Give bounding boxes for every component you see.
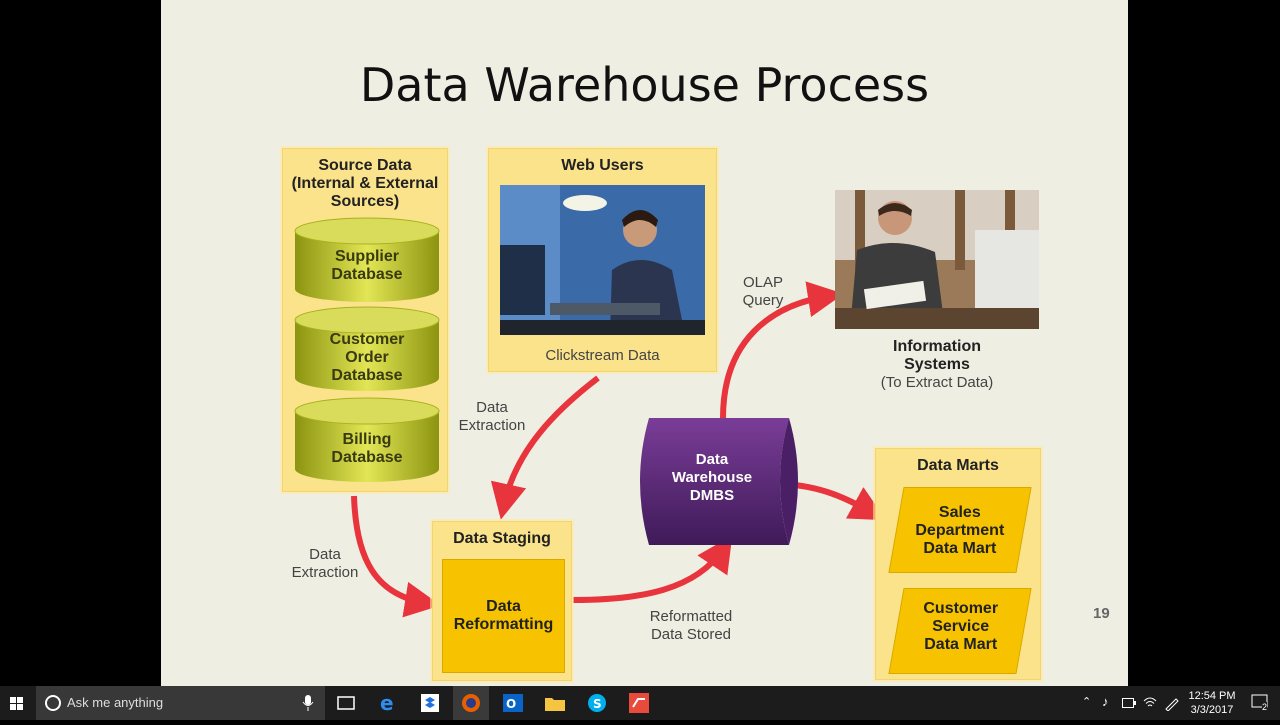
- arrow-dmbs-to-info: [720, 281, 844, 419]
- clock[interactable]: 12:54 PM 3/3/2017: [1187, 689, 1237, 717]
- web-users-box: Web Users Clickstream Data: [488, 148, 717, 372]
- svg-text:O: O: [506, 697, 516, 711]
- billing-database: Billing Database: [294, 397, 440, 483]
- task-view-icon[interactable]: [335, 692, 357, 714]
- microphone-icon[interactable]: [302, 695, 314, 711]
- web-user-photo: [500, 185, 705, 335]
- cortana-icon: [45, 695, 61, 711]
- app-icon[interactable]: [628, 692, 650, 714]
- battery-icon[interactable]: [1122, 698, 1136, 708]
- information-systems-caption: Information Systems (To Extract Data): [880, 338, 994, 391]
- notification-count: 2: [1262, 702, 1268, 712]
- clock-date: 3/3/2017: [1190, 704, 1234, 716]
- search-placeholder: Ask me anything: [67, 695, 164, 710]
- source-data-box: Source Data (Internal & External Sources…: [282, 148, 448, 492]
- firefox-icon: [462, 694, 480, 712]
- web-users-title: Web Users: [561, 157, 644, 174]
- dropbox-icon[interactable]: [419, 692, 441, 714]
- windows-icon: [10, 697, 23, 710]
- data-staging-box: Data Staging Data Reformatting: [432, 521, 572, 681]
- arrow-source-to-staging: [351, 495, 441, 618]
- clock-time: 12:54 PM: [1188, 690, 1236, 702]
- data-warehouse-dmbs: Data Warehouse DMBS: [639, 418, 809, 545]
- pen-icon[interactable]: [1164, 695, 1180, 711]
- customer-order-database: Customer Order Database: [294, 306, 440, 392]
- show-hidden-icons-chevron-icon[interactable]: ⌃: [1082, 696, 1092, 708]
- database-cylinder-icon: [294, 306, 440, 391]
- search-box[interactable]: Ask me anything: [36, 686, 325, 720]
- data-reformatting-block: Data Reformatting: [442, 559, 565, 673]
- outlook-icon[interactable]: O: [502, 692, 524, 714]
- sales-department-data-mart: Sales Department Data Mart: [888, 487, 1032, 573]
- firefox-active-tile[interactable]: [453, 686, 489, 720]
- taskbar: Ask me anything e O S ⌃ ♪ 12:54 PM: [0, 686, 1280, 720]
- arrow-staging-to-dmbs: [572, 535, 733, 603]
- clickstream-caption: Clickstream Data: [545, 347, 660, 364]
- arrow-web-to-staging: [490, 375, 600, 520]
- customer-service-data-mart: Customer Service Data Mart: [888, 588, 1032, 674]
- data-marts-box: Data Marts Sales Department Data Mart Cu…: [875, 448, 1041, 680]
- data-marts-title: Data Marts: [917, 457, 999, 474]
- volume-icon[interactable]: ♪: [1102, 694, 1109, 709]
- data-staging-title: Data Staging: [453, 530, 551, 547]
- source-data-title: Source Data (Internal & External Sources…: [291, 157, 439, 210]
- file-explorer-icon[interactable]: [544, 692, 566, 714]
- edge-icon[interactable]: e: [377, 692, 399, 714]
- supplier-database: Supplier Database: [294, 217, 440, 303]
- skype-icon[interactable]: S: [586, 692, 608, 714]
- reformatted-data-stored-label: Reformatted Data Stored: [649, 608, 733, 643]
- information-systems-photo: [835, 190, 1039, 329]
- svg-text:e: e: [380, 692, 394, 714]
- wifi-icon[interactable]: [1143, 695, 1157, 709]
- slide: Data Warehouse Process Source Data (Inte…: [161, 0, 1128, 686]
- data-extraction-label-top: Data Extraction: [458, 399, 526, 434]
- notifications-icon[interactable]: [1251, 693, 1271, 713]
- database-cylinder-icon: [294, 217, 440, 302]
- olap-query-label: OLAP Query: [742, 274, 784, 309]
- database-cylinder-icon: [294, 397, 440, 482]
- svg-text:S: S: [593, 697, 602, 711]
- slide-title: Data Warehouse Process: [359, 58, 930, 112]
- data-extraction-label-left: Data Extraction: [291, 546, 359, 581]
- slide-page-number: 19: [1093, 605, 1110, 622]
- flow-arrows: [351, 281, 887, 618]
- start-button[interactable]: [0, 686, 34, 720]
